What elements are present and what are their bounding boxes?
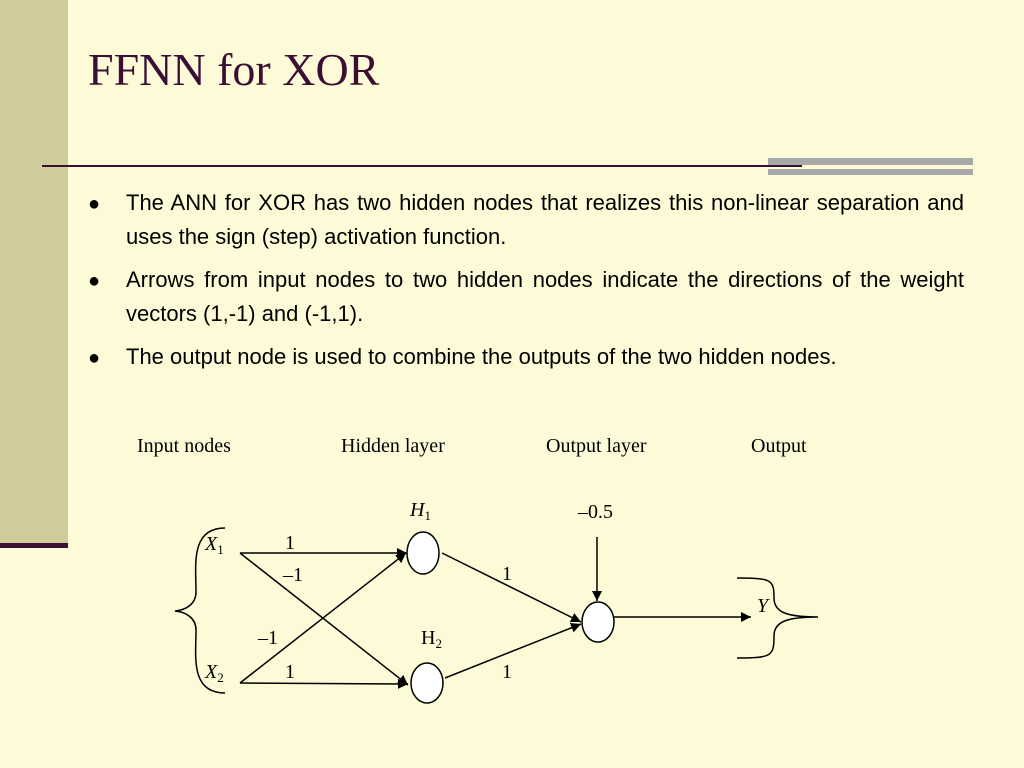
bullet-text: The output node is used to combine the o… [126, 344, 837, 369]
bullet-text: Arrows from input nodes to two hidden no… [126, 267, 964, 326]
hidden-label-h1: H1 [409, 499, 431, 523]
edge-h1-out [441, 552, 582, 623]
output-node [581, 601, 615, 643]
header-output-layer: Output layer [546, 435, 647, 457]
weight-x2-h1: –1 [257, 627, 278, 649]
weight-x1-h1: 1 [285, 532, 295, 554]
weight-x2-h2: 1 [285, 661, 295, 683]
header-output: Output [751, 435, 807, 457]
edge-h2-out [444, 623, 582, 679]
edge-x1-h2 [239, 552, 409, 686]
input-node-x1: X1 [204, 533, 224, 557]
edge-x2-h2 [239, 678, 409, 689]
title-rule-accent [768, 158, 973, 178]
edge-x2-h1 [239, 552, 407, 684]
header-hidden-layer: Hidden layer [341, 435, 445, 457]
input-group-brace [174, 527, 226, 694]
side-band [0, 0, 68, 545]
bullet-text: The ANN for XOR has two hidden nodes tha… [126, 190, 964, 249]
bias-label: –0.5 [577, 501, 613, 523]
header-input-nodes: Input nodes [137, 435, 231, 457]
bullet-item: ● The ANN for XOR has two hidden nodes t… [88, 186, 964, 254]
title-rule [42, 165, 802, 167]
side-bar-mark [0, 543, 68, 548]
hidden-node-h2 [410, 662, 444, 704]
weight-h1-out: 1 [502, 563, 512, 585]
hidden-node-h1 [406, 531, 440, 575]
bullet-dot: ● [88, 270, 101, 292]
slide-title: FFNN for XOR [88, 44, 380, 95]
bullet-item: ● The output node is used to combine the… [88, 340, 964, 374]
weight-x1-h2: –1 [282, 564, 303, 586]
bullet-list: ● The ANN for XOR has two hidden nodes t… [88, 186, 964, 383]
bullet-dot: ● [88, 347, 101, 369]
bullet-dot: ● [88, 193, 101, 215]
output-label-y: Y [757, 595, 770, 617]
output-brace [736, 577, 819, 659]
weight-h2-out: 1 [502, 661, 512, 683]
bullet-item: ● Arrows from input nodes to two hidden … [88, 263, 964, 331]
input-node-x2: X2 [204, 661, 224, 685]
hidden-label-h2: H2 [421, 627, 442, 651]
